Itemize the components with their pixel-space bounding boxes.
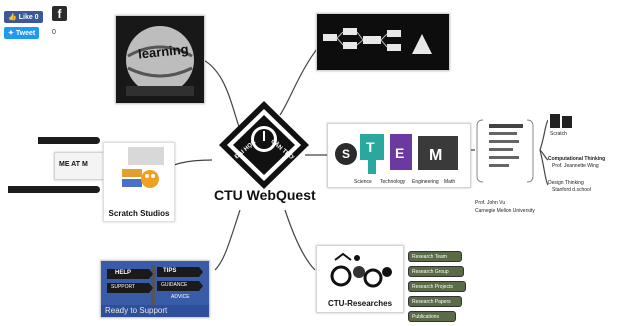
scratch-bubble-text: ME AT M: [59, 161, 88, 168]
support-help-label: HELP: [115, 270, 132, 276]
prof-label: Prof. John Vu: [475, 200, 506, 206]
thumbs-up-icon: 👍: [8, 14, 17, 21]
scratch-small-label: Scratch: [550, 131, 567, 137]
ctu-logo[interactable]: [215, 97, 313, 192]
stem-node[interactable]: S T E M Science Technology Engineering M…: [327, 123, 471, 188]
research-gears-image: [317, 246, 403, 298]
stem-subtitle-technology: Technology: [380, 179, 406, 185]
computational-thinking-card[interactable]: [475, 118, 535, 184]
scratch-studios-node[interactable]: Scratch Studios: [103, 142, 175, 222]
stem-letters-image: S T E M: [328, 124, 470, 180]
stem-subtitle-math: Math: [444, 179, 456, 185]
connector-learning: [199, 57, 241, 131]
scratch-small-node[interactable]: Scratch: [548, 112, 588, 138]
research-item-2[interactable]: Research Group: [408, 266, 464, 277]
stem-letter-e: E: [395, 145, 404, 161]
computational-thinking-label[interactable]: Computational Thinking: [548, 156, 606, 162]
research-item-1[interactable]: Research Team: [408, 251, 462, 262]
research-item-3[interactable]: Research Projects: [408, 281, 466, 292]
process-diagram-node[interactable]: [316, 13, 450, 71]
computational-thinking-image: [476, 119, 534, 183]
support-signs-image: [101, 261, 209, 305]
scratch-cat-image: [104, 143, 174, 201]
university-label: Carnegie Mellon University: [475, 208, 535, 214]
facebook-like-button[interactable]: 👍 Like 0: [4, 11, 43, 23]
support-sign-3: GUIDANCE: [161, 282, 188, 288]
learning-globe-image: [116, 16, 204, 103]
twitter-bird-icon: ✦: [8, 30, 14, 37]
tweet-label: Tweet: [15, 29, 36, 37]
stem-subtitle-science: Science: [354, 179, 372, 185]
tweet-count: 0: [52, 29, 56, 36]
ctu-researches-label: CTU-Researches: [327, 299, 393, 308]
scratch-studios-label: Scratch Studios: [108, 209, 170, 218]
process-diagram-image: [317, 14, 449, 70]
support-sign-2: TIPS: [163, 268, 177, 274]
ready-to-support-label: Ready to Support: [105, 306, 168, 315]
ctu-researches-node[interactable]: CTU-Researches: [316, 245, 404, 313]
facebook-icon[interactable]: f: [52, 6, 67, 21]
scratch-small-image: [550, 114, 572, 128]
design-thinking-note: Stanford d.school: [552, 187, 591, 193]
stem-subtitle-engineering: Engineering: [412, 179, 439, 185]
research-item-4[interactable]: Research Papers: [408, 296, 462, 307]
connector-stem-branch-2: [539, 149, 549, 161]
stem-letter-s: S: [342, 147, 350, 161]
connector-top-right: [279, 44, 321, 116]
support-sign-1: SUPPORT: [111, 284, 136, 290]
connector-research: [284, 209, 316, 271]
like-label: Like 0: [18, 13, 39, 21]
scratch-bubble: ME AT M: [54, 152, 104, 180]
ready-to-support-node[interactable]: HELP SUPPORT TIPS GUIDANCE ADVICE Ready …: [100, 260, 210, 318]
research-item-5[interactable]: Publications: [408, 311, 456, 322]
design-thinking-label[interactable]: Design Thinking: [548, 180, 584, 186]
computational-thinking-note: Prof. Jeannette Wing: [552, 163, 599, 169]
scratch-link-bar-top[interactable]: [38, 137, 100, 144]
connector-stem-branch-1: [539, 119, 549, 151]
central-title: CTU WebQuest: [214, 187, 316, 203]
connector-stem-branch-3: [539, 149, 549, 186]
tweet-button[interactable]: ✦ Tweet: [4, 27, 40, 39]
learning-node[interactable]: learning: [115, 15, 205, 104]
support-sign-4: ADVICE: [171, 294, 190, 300]
stem-letter-m: M: [429, 147, 442, 164]
scratch-link-bar-bottom[interactable]: [8, 186, 100, 193]
stem-letter-t: T: [366, 139, 375, 155]
connector-support: [214, 209, 241, 271]
